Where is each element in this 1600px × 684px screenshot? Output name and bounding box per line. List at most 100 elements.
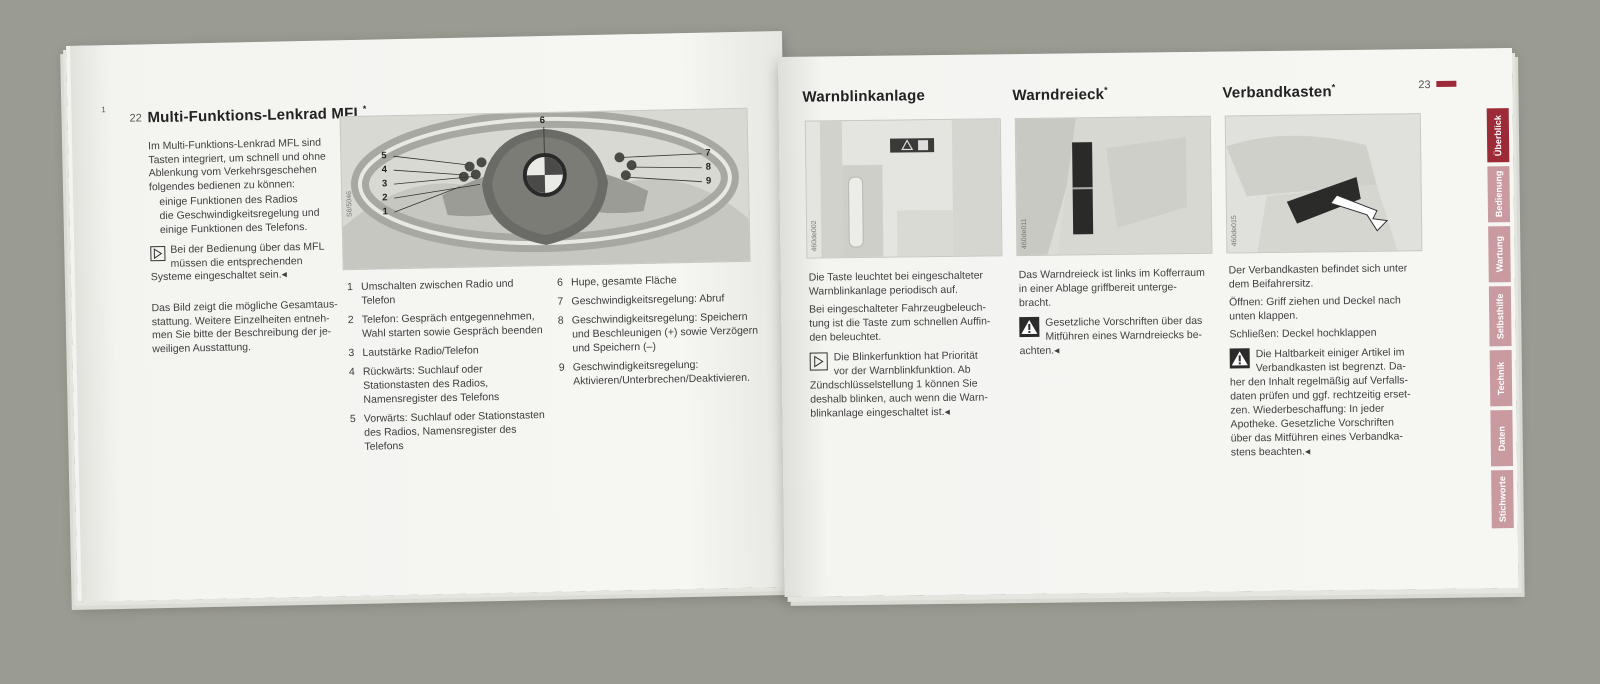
text-line: den beleuchtet. (809, 330, 882, 344)
callout-3: 3 (381, 178, 388, 190)
title-warnblinkanlage: Warnblinkanlage (802, 87, 926, 106)
note-triangle-icon (809, 352, 828, 371)
note-triangle-icon (150, 245, 166, 262)
legend-number: 2 (347, 314, 354, 327)
warning-line: stens beachten. (1230, 445, 1306, 459)
verbandkasten-warning: Die Haltbarkeit einiger Artikel im Verba… (1229, 345, 1443, 460)
callout-9: 9 (705, 175, 712, 187)
legend-text: Telefon: Gespräch entgegennehmen, Wahl s… (361, 310, 543, 340)
callout-6: 6 (539, 114, 546, 127)
legend-number: 8 (557, 314, 564, 327)
note-line: deshalb blinken, auch wenn die Warn- (810, 391, 988, 406)
tab-stichworte[interactable]: Stichworte (1491, 470, 1514, 529)
legend-item: 3 Lautstärke Radio/Telefon (348, 342, 548, 360)
legend-number: 3 (348, 347, 355, 360)
legend-number: 9 (558, 361, 565, 374)
verbandkasten-image: 460de015 (1224, 113, 1423, 254)
text-line: Schließen: Deckel hochklappen (1229, 326, 1377, 341)
steering-wheel-image: 5 4 3 2 1 6 7 8 9 S6/5046 (339, 107, 751, 271)
text-line: unten klappen. (1229, 309, 1299, 323)
end-mark: ◂ (944, 405, 950, 418)
legend-text: Geschwindigkeitsregelung: Abruf (571, 292, 725, 308)
page-edge (69, 45, 122, 602)
intro-text: Im Multi-Funktions-Lenkrad MFL sind Tast… (148, 136, 340, 237)
image-code: 460de002 (810, 220, 819, 252)
callout-8: 8 (705, 161, 712, 173)
image-code: S6/5046 (346, 190, 354, 218)
callout-4: 4 (381, 164, 388, 176)
tab-technik[interactable]: Technik (1489, 350, 1513, 407)
image-code: 460de011 (1020, 218, 1029, 250)
verbandkasten-text: Der Verbandkasten befindet sich unter de… (1229, 261, 1442, 342)
callout-7: 7 (705, 147, 711, 159)
title-star: * (362, 103, 367, 114)
bullet-list: einige Funktionen des Radios die Geschwi… (149, 193, 340, 238)
title-text: Warndreieck (1012, 86, 1105, 105)
callout-2: 2 (382, 192, 388, 204)
page-accent-bar (1436, 80, 1457, 87)
warning-line: daten prüfen und ggf. rechtzeitig erset- (1230, 388, 1411, 403)
legend-item: 6 Hupe, gesamte Fläche (557, 272, 757, 290)
steering-wheel-illustration (340, 108, 750, 270)
title-verbandkasten: Verbandkasten* (1222, 82, 1335, 101)
margin-mark: 1 (101, 105, 106, 115)
equip-line: weiligen Ausstattung. (152, 340, 252, 356)
right-page: 23 Warnblinkanlage 460de002 Die Taste le… (778, 48, 1519, 597)
end-mark: ◂ (1304, 445, 1311, 458)
legend-text: Hupe, gesamte Fläche (570, 274, 677, 289)
legend-number: 4 (348, 366, 355, 379)
text-line: tung ist die Taste zum schnellen Auffin- (809, 315, 991, 330)
left-page: 1 22 Multi-Funktions-Lenkrad MFL* Im Mul… (66, 31, 794, 602)
legend-text: Umschalten zwischen Radio und Telefon (360, 277, 514, 307)
legend-item: 1 Umschalten zwischen Radio und Telefon (347, 276, 548, 308)
text-line: Warnblinkanlage periodisch auf. (808, 283, 958, 298)
tab-wartung[interactable]: Wartung (1488, 226, 1511, 283)
note-line: blinkanlage eingeschaltet ist. (810, 405, 945, 420)
tab-daten[interactable]: Daten (1490, 410, 1514, 467)
legend-number: 6 (556, 276, 564, 289)
first-aid-kit-seat-illustration (1225, 114, 1422, 253)
warning-icon (1229, 348, 1250, 369)
warndreieck-text: Das Warndreieck ist links im Kofferraum … (1019, 266, 1229, 311)
warning-line: achten. (1019, 344, 1055, 358)
title-star: * (1331, 82, 1336, 93)
end-mark: ◂ (1053, 344, 1060, 357)
legend-list-left: 1 Umschalten zwischen Radio und Telefon 2… (347, 276, 551, 459)
end-mark: ◂ (281, 268, 287, 281)
note-line: Systeme eingeschaltet sein. (150, 268, 282, 284)
tab-ueberblick[interactable]: Überblick (1486, 108, 1510, 163)
title-warndreieck: Warndreieck* (1012, 85, 1108, 104)
legend-item: 7 Geschwindigkeitsregelung: Abruf (557, 291, 757, 309)
text-line: dem Beifahrersitz. (1228, 277, 1314, 291)
title-text: Verbandkasten (1222, 83, 1332, 102)
warnblink-note: Die Blinkerfunktion hat Priorität vor de… (809, 348, 1016, 420)
tab-bedienung[interactable]: Bedienung (1487, 166, 1511, 223)
legend-text: Geschwindigkeitsregelung: Aktivieren/Unt… (572, 358, 751, 388)
legend-text: Geschwindigkeitsregelung: Speichern und … (571, 310, 759, 355)
legend-number: 7 (557, 295, 564, 308)
page-number-left: 22 (129, 112, 142, 125)
warnblinkanlage-image: 460de002 (804, 118, 1003, 259)
legend-number: 5 (349, 413, 356, 426)
page-title-mfl: Multi-Funktions-Lenkrad MFL* (147, 104, 366, 127)
warndreieck-image: 460de011 (1014, 115, 1213, 257)
text-line: Das Warndreieck ist links im Kofferraum (1018, 266, 1205, 282)
legend-item: 2 Telefon: Gespräch entgegennehmen, Wahl … (348, 309, 549, 341)
legend-number: 1 (346, 281, 354, 294)
callout-5: 5 (381, 150, 387, 162)
chapter-tabs: Überblick Bedienung Wartung Selbsthilfe … (1486, 108, 1514, 529)
note-block: Bei der Bedienung über das MFL müssen di… (150, 240, 341, 285)
image-code: 460de015 (1230, 215, 1239, 247)
tab-selbsthilfe[interactable]: Selbsthilfe (1488, 286, 1512, 347)
intro-line: folgendes bedienen zu können: (148, 178, 296, 194)
text-line: Die Taste leuchtet bei eingeschalteter (808, 269, 984, 284)
hazard-switch-illustration (805, 119, 1002, 258)
legend-text: Lautstärke Radio/Telefon (362, 344, 479, 359)
page-number-right: 23 (1418, 79, 1431, 92)
warndreieck-warning: Gesetzliche Vorschriften über das Mitfüh… (1019, 314, 1229, 359)
warning-icon (1019, 316, 1040, 338)
legend-item: 9 Geschwindigkeitsregelung: Aktivieren/Un… (559, 357, 760, 389)
legend-item: 8 Geschwindigkeitsregelung: Speichern und… (558, 310, 759, 356)
